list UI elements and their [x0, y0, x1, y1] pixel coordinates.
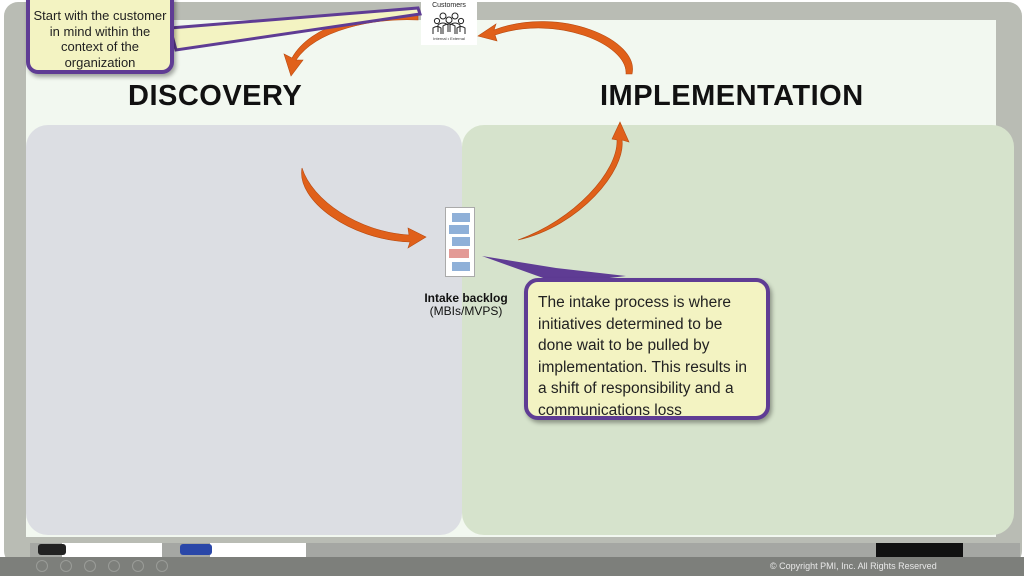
black-marker-icon — [38, 544, 66, 555]
marker-slot — [210, 543, 306, 557]
slides-icon[interactable] — [84, 560, 96, 572]
discovery-panel — [26, 125, 462, 535]
people-group-icon — [432, 12, 466, 34]
copyright-text: © Copyright PMI, Inc. All Rights Reserve… — [770, 561, 937, 571]
more-options-icon[interactable] — [156, 560, 168, 572]
arrow-backlog-to-implementation — [517, 121, 630, 241]
customers-sublabel: Internal • External — [433, 36, 465, 41]
implementation-title: IMPLEMENTATION — [600, 80, 864, 112]
backlog-item — [452, 213, 470, 222]
intake-backlog-label: Intake backlog (MBIs/MVPS) — [400, 292, 532, 318]
backlog-item — [452, 237, 470, 246]
backlog-item — [449, 249, 469, 258]
intake-backlog-title: Intake backlog — [424, 291, 508, 305]
customers-label: Customers — [432, 2, 466, 9]
main-callout-pointer — [482, 256, 626, 284]
discovery-title: DISCOVERY — [128, 80, 303, 112]
backlog-item — [452, 262, 470, 271]
intake-process-callout: The intake process is where initiatives … — [524, 278, 770, 420]
top-callout-pointer — [168, 6, 422, 52]
arrow-discovery-to-backlog — [301, 167, 427, 249]
intake-backlog-subtitle: (MBIs/MVPS) — [429, 304, 503, 318]
subtitle-icon[interactable] — [132, 560, 144, 572]
arrow-implementation-to-customers — [477, 21, 633, 75]
blue-marker-icon — [180, 544, 212, 555]
eraser — [876, 543, 963, 557]
pen-icon[interactable] — [60, 560, 72, 572]
intake-backlog-card — [445, 207, 475, 277]
play-icon[interactable] — [36, 560, 48, 572]
backlog-item — [449, 225, 469, 234]
bottom-toolbar — [0, 557, 1024, 576]
marker-slot — [62, 543, 162, 557]
customer-mindset-callout: Start with the customer in mind within t… — [26, 0, 174, 74]
customers-node: Customers Internal • External — [421, 1, 477, 45]
zoom-icon[interactable] — [108, 560, 120, 572]
